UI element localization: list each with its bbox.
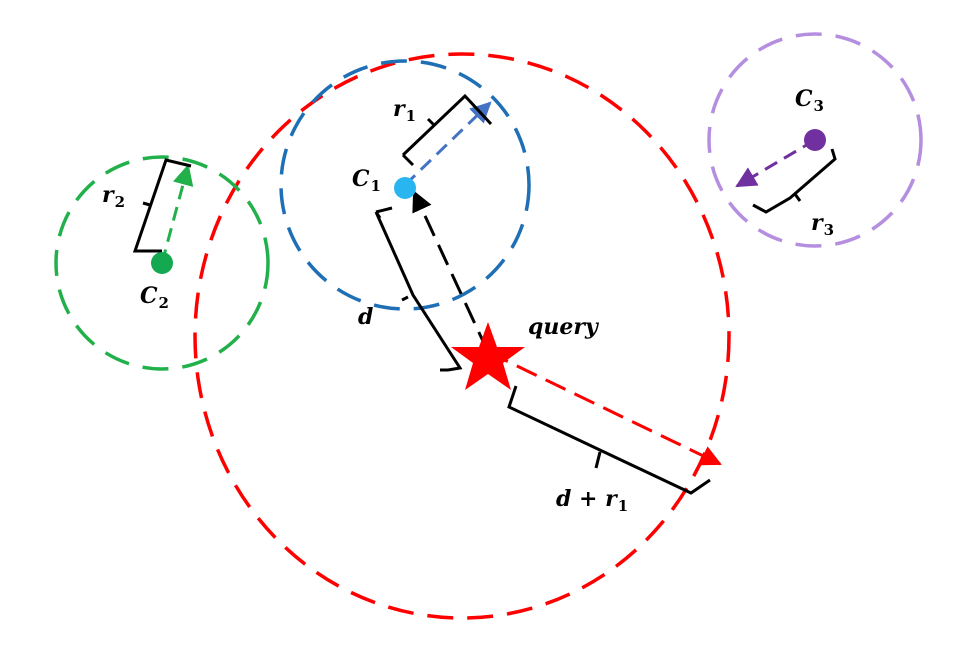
cluster-3-circle xyxy=(707,32,923,248)
radius-1-arrow xyxy=(403,101,492,187)
brace-r2 xyxy=(132,158,192,253)
label-d: d xyxy=(358,304,374,330)
cluster-2-circle xyxy=(54,155,270,371)
brace-r1 xyxy=(401,93,493,167)
brace-d xyxy=(374,206,463,372)
query-star-icon xyxy=(451,322,525,390)
label-c1: C1 xyxy=(352,166,381,195)
brace-r3 xyxy=(752,148,837,214)
radius-2-arrow xyxy=(160,163,194,264)
search-circle xyxy=(193,52,731,620)
brace-d-plus-r1 xyxy=(507,385,711,495)
cluster-1-circle xyxy=(279,59,531,311)
distance-d-arrow xyxy=(412,190,490,353)
label-r1: r1 xyxy=(393,96,417,125)
label-query: query xyxy=(528,314,598,340)
cluster-3-center-dot xyxy=(804,129,826,151)
label-c3: C3 xyxy=(795,86,824,115)
cluster-2-center-dot xyxy=(151,252,173,274)
radius-3-arrow xyxy=(735,138,816,188)
distance-d-plus-r1-arrow xyxy=(487,350,722,466)
label-c2: C2 xyxy=(140,283,169,312)
cluster-1-center-dot xyxy=(394,177,416,199)
label-r2: r2 xyxy=(102,182,126,211)
label-r3: r3 xyxy=(811,210,835,239)
label-d-plus-r1: d + r1 xyxy=(556,486,629,515)
